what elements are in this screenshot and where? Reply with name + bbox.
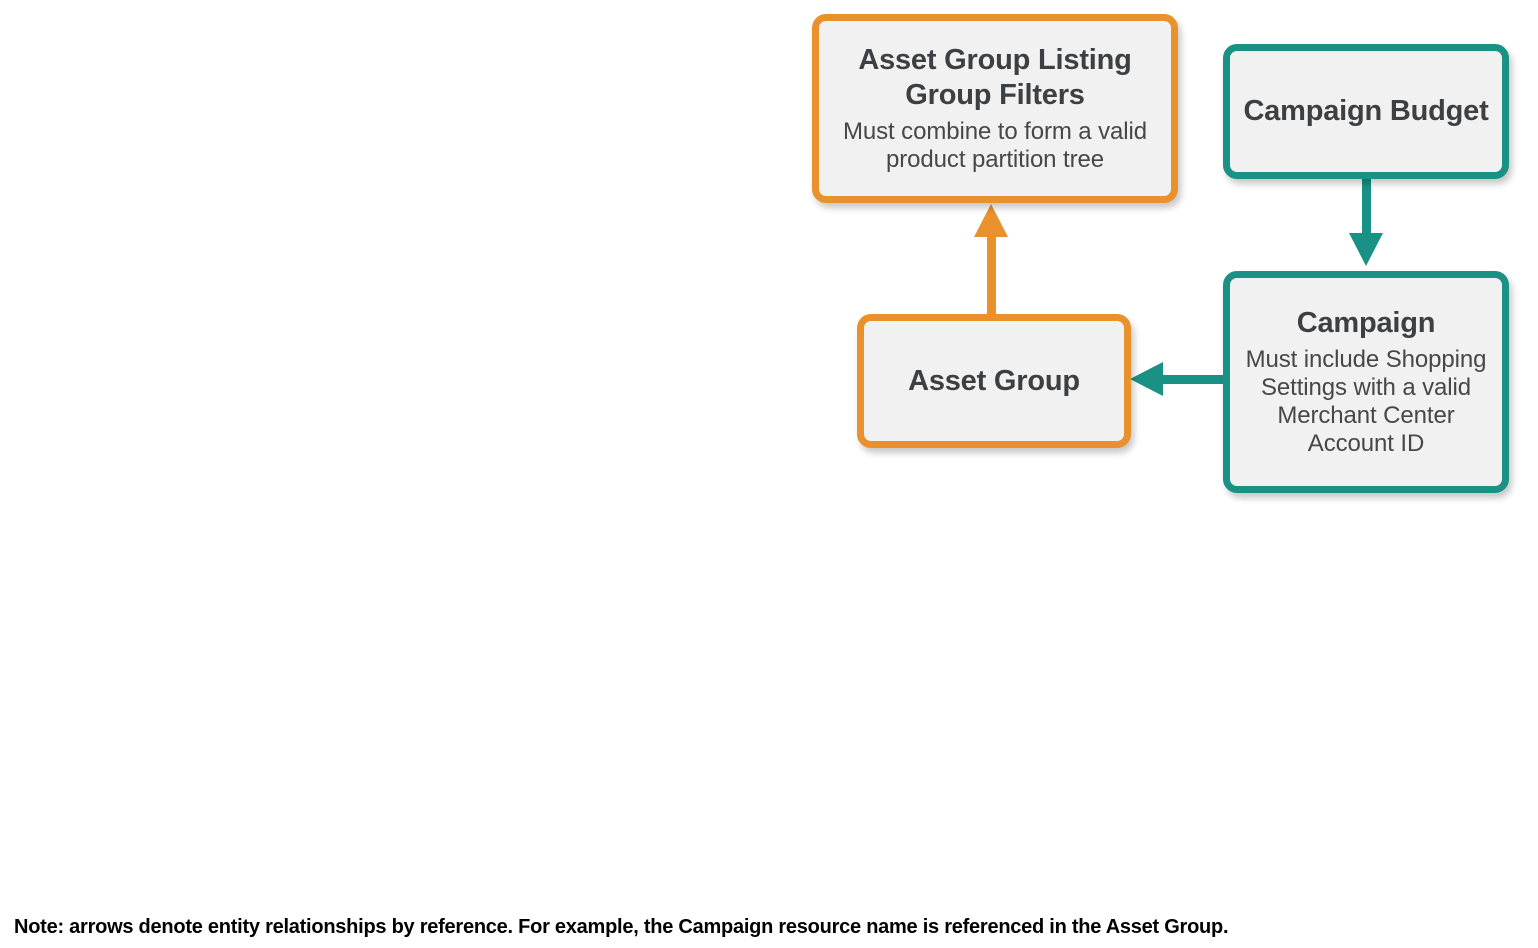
footer-note: Note: arrows denote entity relationships…	[14, 916, 1229, 938]
arrow-down-icon	[1349, 233, 1383, 266]
node-asset-group[interactable]: Asset Group	[857, 314, 1131, 448]
arrow-up-icon	[974, 204, 1008, 237]
node-description: Must combine to form a valid product par…	[843, 117, 1147, 173]
node-title: Asset Group	[908, 364, 1080, 397]
edge-line	[1362, 176, 1371, 237]
node-campaign[interactable]: Campaign Must include Shopping Settings …	[1223, 271, 1509, 493]
node-asset-group-listing-group-filters[interactable]: Asset Group Listing Group Filters Must c…	[812, 14, 1178, 203]
node-title: Asset Group Listing Group Filters	[858, 44, 1132, 111]
edge-line	[1163, 375, 1228, 384]
arrow-left-icon	[1130, 362, 1163, 396]
node-description: Must include Shopping Settings with a va…	[1245, 346, 1487, 457]
node-title: Campaign	[1296, 307, 1436, 340]
node-campaign-budget[interactable]: Campaign Budget	[1223, 44, 1509, 179]
edge-line	[987, 236, 996, 318]
node-title: Campaign Budget	[1243, 95, 1489, 128]
